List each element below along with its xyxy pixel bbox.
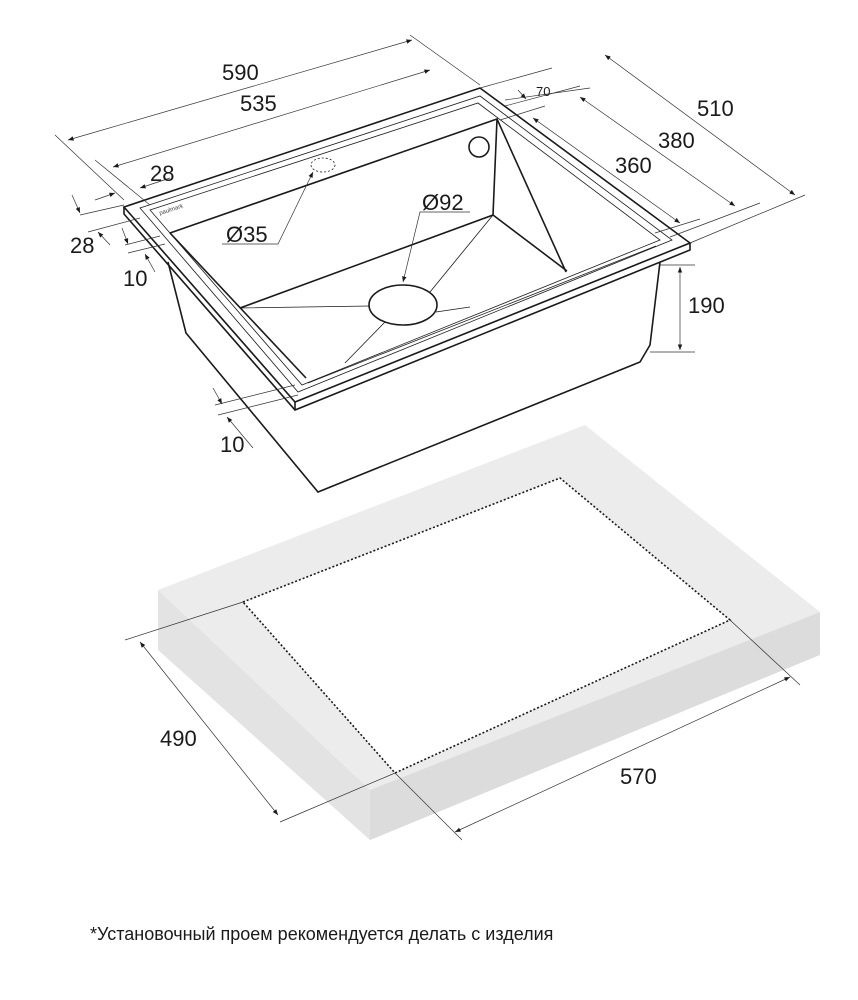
dim-360: 360	[615, 153, 652, 178]
sink-rim-edge	[123, 207, 691, 411]
dim-10-top: 10	[123, 266, 147, 291]
dim-28-top: 28	[150, 161, 174, 186]
dim-70: 70	[536, 84, 550, 99]
sink: paulmark	[122, 87, 692, 493]
dim-535: 535	[240, 91, 277, 116]
sink-body	[167, 261, 661, 493]
dim-510: 510	[697, 96, 734, 121]
countertop	[158, 425, 820, 840]
dim-380: 380	[658, 128, 695, 153]
dim-10-bottom: 10	[220, 432, 244, 457]
dim-190: 190	[688, 293, 725, 318]
brand-logo: paulmark	[159, 203, 185, 217]
dim-570: 570	[620, 764, 657, 789]
sink-rim-outer	[122, 87, 692, 403]
dim-590: 590	[222, 60, 259, 85]
dim-faucet-diameter: Ø35	[226, 222, 268, 247]
cutout-dimensions: 490 570	[124, 601, 801, 841]
dim-drain-diameter: Ø92	[422, 190, 464, 215]
dim-28-left: 28	[70, 233, 94, 258]
drain-grooves	[239, 214, 494, 364]
faucet-hole	[468, 136, 490, 158]
installation-footnote: *Установочный проем рекомендуется делать…	[90, 924, 554, 944]
sink-dimensions: 590 535 28 70 510 380 360 Ø92 Ø35	[54, 34, 806, 457]
drain-hole	[368, 284, 438, 326]
dim-490: 490	[160, 726, 197, 751]
faucet-hole-optional	[310, 157, 336, 173]
